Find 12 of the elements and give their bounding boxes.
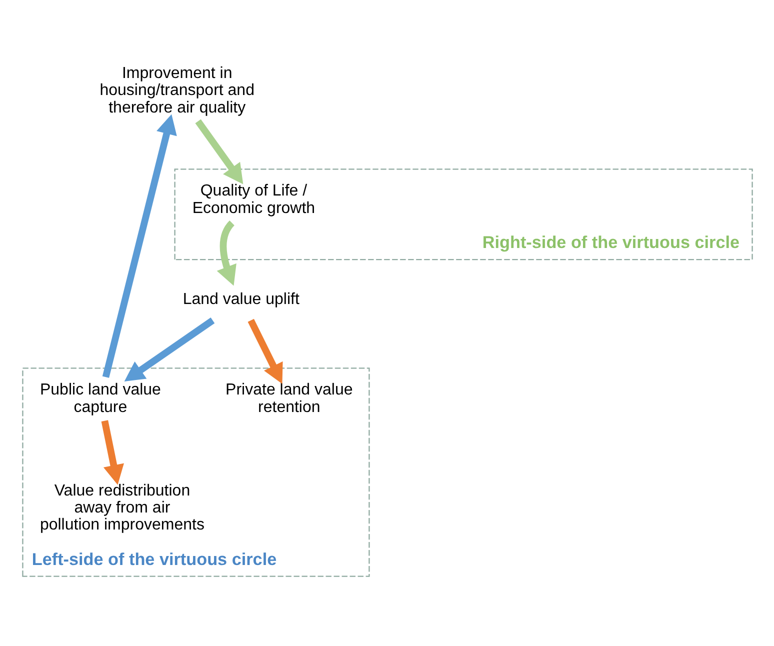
arrow	[247, 318, 282, 384]
node-text: Value redistribution away from air pollution improvements	[39, 482, 204, 534]
arrow	[216, 220, 236, 286]
arrow	[100, 420, 124, 485]
node-text: Public land value capture	[40, 382, 160, 416]
node-text: Quality of Life / Economic growth	[192, 182, 315, 217]
arrow	[194, 119, 243, 184]
node-text: Land value uplift	[182, 290, 299, 308]
node-text: Private land value retention	[225, 382, 352, 416]
arrow	[102, 114, 176, 378]
node-text: Improvement in housing/transport and therefore air quality	[99, 64, 254, 116]
arrow	[124, 318, 214, 382]
